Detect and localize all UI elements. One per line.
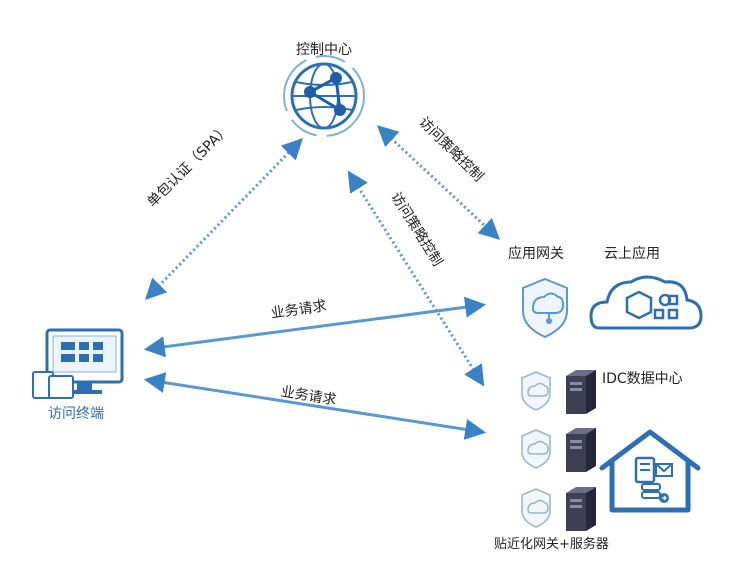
request-idc-link (143, 372, 487, 440)
cloud-app-label: 云上应用 (604, 246, 660, 262)
server-icon (566, 487, 596, 531)
terminal-label: 访问终端 (48, 406, 104, 422)
house-datacenter-icon (599, 429, 701, 513)
cloud-apps-icon (589, 275, 703, 330)
idc-unit-2 (521, 428, 596, 472)
shield-gateway-icon (521, 488, 551, 528)
policy-gateway-link (376, 125, 501, 240)
globe-network-icon (283, 55, 365, 137)
policy-idc-link (347, 170, 485, 387)
shield-gateway-icon (521, 429, 551, 469)
server-icon (566, 370, 596, 414)
spa-auth-link (145, 137, 303, 301)
idc-footer: 贴近化网关+服务器 (494, 537, 609, 552)
control-center-label: 控制中心 (296, 42, 352, 58)
idc-title: IDC数据中心 (602, 371, 683, 387)
shield-gateway-icon (522, 277, 568, 339)
idc-unit-3 (521, 487, 596, 531)
request-gateway-link (143, 296, 487, 358)
gateway-label: 应用网关 (508, 246, 564, 262)
monitor-devices-icon (32, 328, 124, 399)
idc-unit-1 (521, 370, 596, 414)
server-icon (566, 428, 596, 472)
shield-gateway-icon (521, 371, 551, 411)
